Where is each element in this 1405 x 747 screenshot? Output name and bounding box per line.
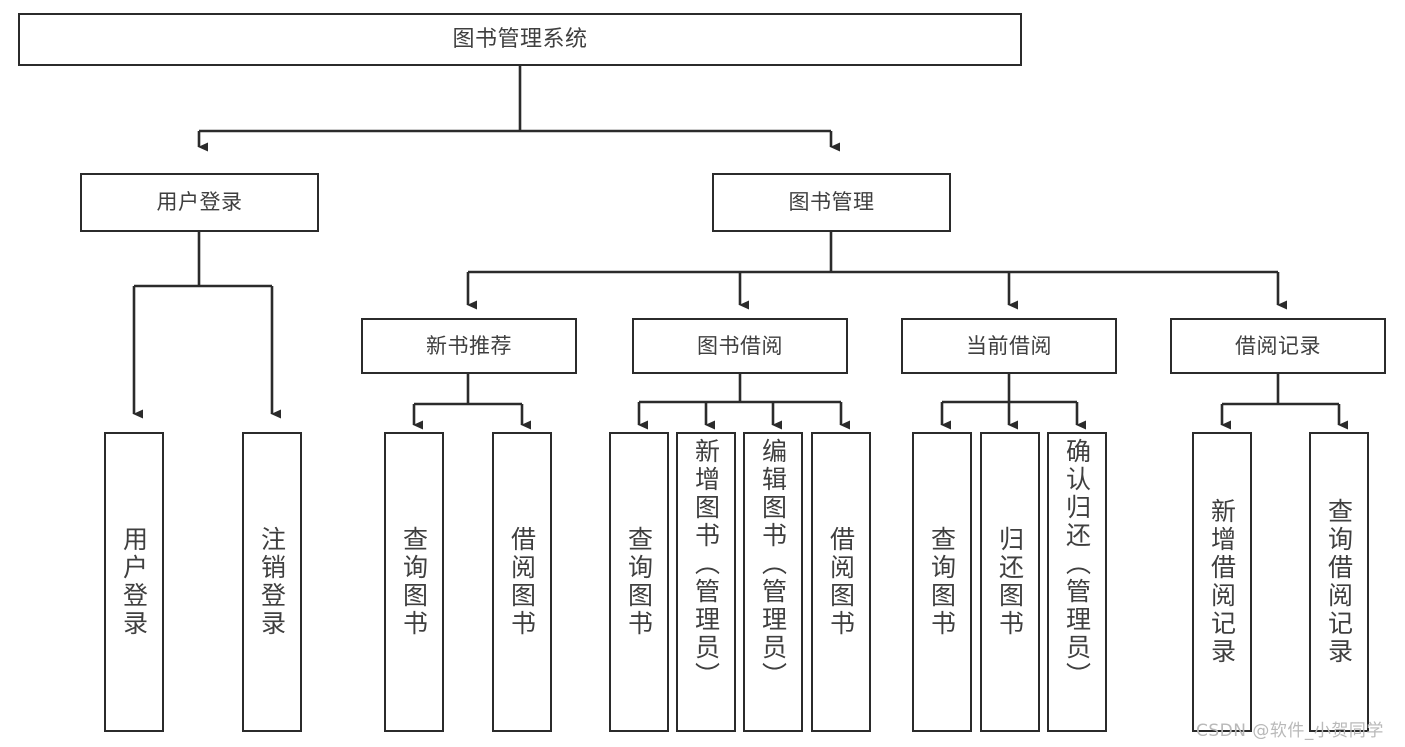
node-leaf-edit-book[interactable]: 编辑图书（管理员） (743, 432, 803, 732)
node-label: 归还图书 (995, 526, 1025, 638)
node-leaf-confirm-return[interactable]: 确认归还（管理员） (1047, 432, 1107, 732)
node-leaf-add-book[interactable]: 新增图书（管理员） (676, 432, 736, 732)
node-root-book-management-system[interactable]: 图书管理系统 (18, 13, 1022, 66)
node-label: 编辑图书（管理员） (758, 438, 788, 690)
node-label: 借阅记录 (1235, 333, 1321, 358)
node-label: 查询借阅记录 (1324, 498, 1354, 666)
node-new-book-recommend[interactable]: 新书推荐 (361, 318, 577, 374)
node-label: 图书借阅 (697, 333, 783, 358)
watermark-csdn: CSDN @软件_小贺同学 (1196, 721, 1384, 741)
node-label: 图书管理 (788, 190, 875, 215)
node-borrow-record[interactable]: 借阅记录 (1170, 318, 1386, 374)
node-label: 查询图书 (927, 526, 957, 638)
node-label: 新增借阅记录 (1207, 498, 1237, 666)
node-label: 查询图书 (624, 526, 654, 638)
node-leaf-user-login[interactable]: 用户登录 (104, 432, 164, 732)
node-label: 注销登录 (257, 526, 287, 638)
node-leaf-query-borrow-record[interactable]: 查询借阅记录 (1309, 432, 1369, 732)
node-label: 借阅图书 (826, 526, 856, 638)
node-book-manage[interactable]: 图书管理 (712, 173, 951, 232)
node-label: 当前借阅 (966, 333, 1052, 358)
node-leaf-borrow-book[interactable]: 借阅图书 (811, 432, 871, 732)
node-label: 查询图书 (399, 526, 429, 638)
node-label: 新增图书（管理员） (691, 438, 721, 690)
node-leaf-query-book-recommend[interactable]: 查询图书 (384, 432, 444, 732)
node-label: 确认归还（管理员） (1062, 438, 1092, 690)
node-label: 借阅图书 (507, 526, 537, 638)
node-leaf-add-borrow-record[interactable]: 新增借阅记录 (1192, 432, 1252, 732)
node-current-borrow[interactable]: 当前借阅 (901, 318, 1117, 374)
node-leaf-logout[interactable]: 注销登录 (242, 432, 302, 732)
node-leaf-borrow-book-recommend[interactable]: 借阅图书 (492, 432, 552, 732)
node-label: 新书推荐 (426, 333, 512, 358)
node-label: 图书管理系统 (452, 26, 588, 52)
node-label: 用户登录 (156, 190, 243, 215)
node-user-login[interactable]: 用户登录 (80, 173, 319, 232)
node-book-borrow[interactable]: 图书借阅 (632, 318, 848, 374)
node-label: 用户登录 (119, 526, 149, 638)
node-leaf-return-book[interactable]: 归还图书 (980, 432, 1040, 732)
node-leaf-query-book-borrow[interactable]: 查询图书 (609, 432, 669, 732)
node-leaf-query-book-current[interactable]: 查询图书 (912, 432, 972, 732)
